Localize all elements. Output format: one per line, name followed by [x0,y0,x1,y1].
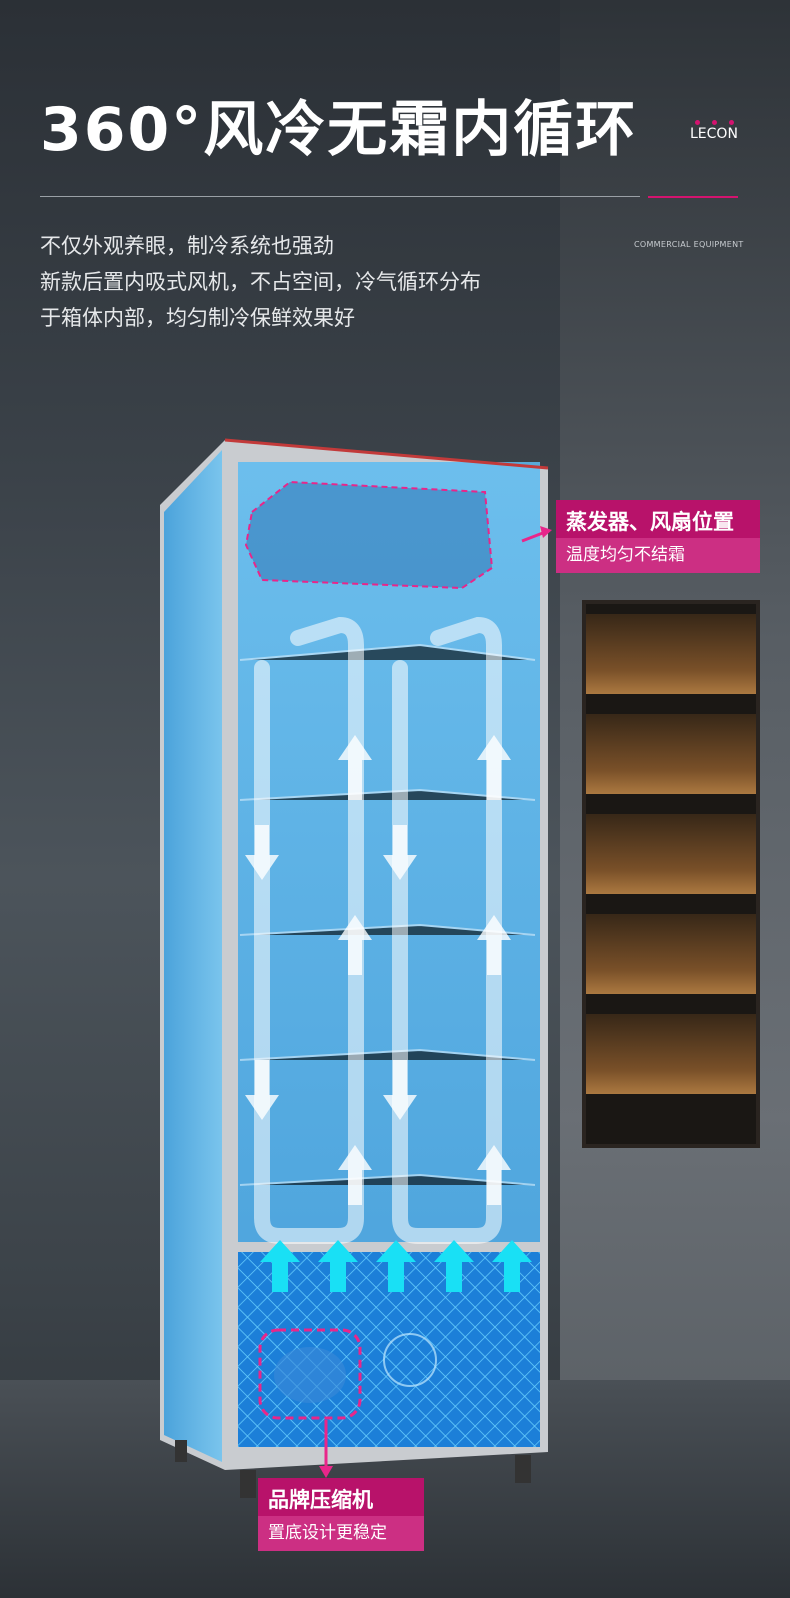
compressor-callout: 品牌压缩机 置底设计更稳定 [258,1478,424,1551]
compressor-callout-subtitle: 置底设计更稳定 [258,1516,424,1551]
evaporator-callout-subtitle: 温度均匀不结霜 [556,538,760,573]
airflow-arrow-icon [260,1240,532,1292]
cabinet-shelf [586,814,756,894]
divider-accent [648,196,738,198]
description: 不仅外观养眼，制冷系统也强劲 新款后置内吸式风机，不占空间，冷气循环分布 于箱体… [40,228,481,336]
brand-dots [695,110,746,129]
airflow-arrow-icon [245,735,511,1205]
description-line: 新款后置内吸式风机，不占空间，冷气循环分布 [40,270,481,294]
cabinet-shelf [586,714,756,794]
brand-logo: LECON [690,126,738,142]
description-line: 不仅外观养眼，制冷系统也强劲 [40,234,334,258]
cabinet-shelf [586,1014,756,1094]
compressor-callout-title: 品牌压缩机 [268,1488,373,1512]
compressor-icon [274,1347,346,1403]
evaporator-callout-title: 蒸发器、风扇位置 [566,510,734,534]
compressor-marker [258,1328,362,1420]
brand-tagline: COMMERCIAL EQUIPMENT [634,240,744,249]
airflow-loops [254,616,502,1244]
cabinet-shelf [586,914,756,994]
page-title: 360°风冷无霜内循环 [40,95,638,165]
cabinet-shelf [586,614,756,694]
fan-icon [383,1333,437,1387]
evaporator-callout: 蒸发器、风扇位置 温度均匀不结霜 [556,500,760,573]
divider [40,196,640,197]
evaporator-marker [244,480,494,590]
description-line: 于箱体内部，均匀制冷保鲜效果好 [40,306,355,330]
wine-cabinet-backdrop [582,600,760,1148]
